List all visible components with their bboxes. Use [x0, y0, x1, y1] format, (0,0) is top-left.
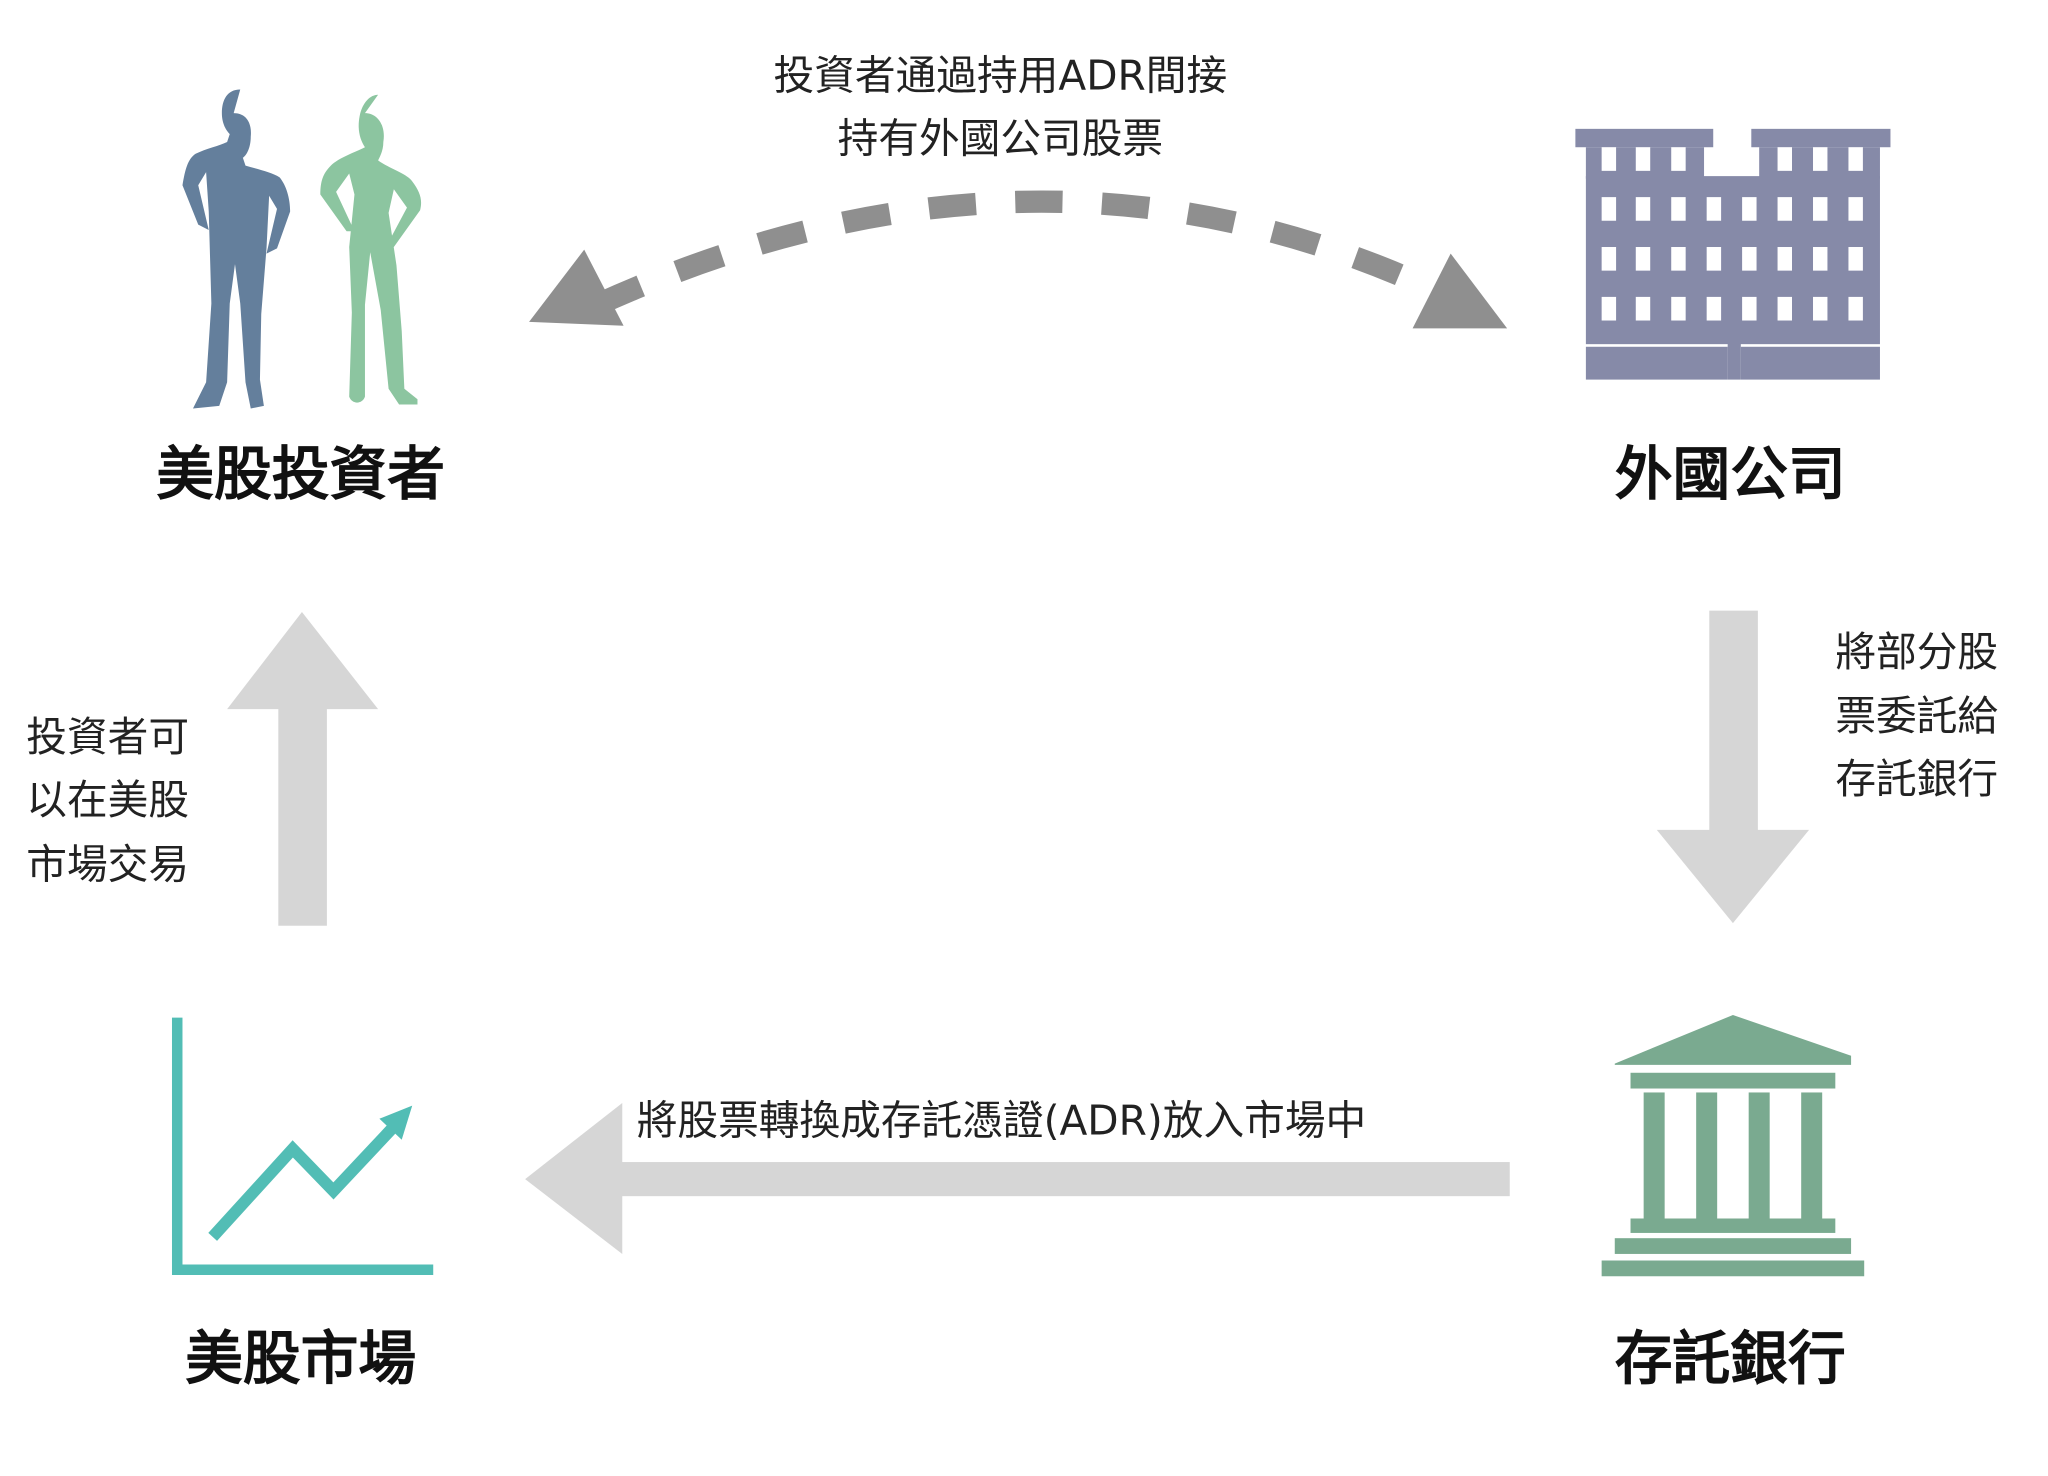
- window: [1848, 247, 1863, 271]
- node-market-label: 美股市場: [185, 1325, 416, 1393]
- left-arrow: [525, 1102, 1510, 1254]
- window: [1706, 197, 1722, 221]
- dashed-double-arrow: [529, 190, 1508, 329]
- window: [1601, 247, 1617, 271]
- up-arrow: [227, 611, 379, 926]
- window: [1635, 197, 1651, 221]
- window: [1848, 197, 1863, 221]
- top-edge-label-line2: 持有外國公司股票: [838, 114, 1164, 162]
- window: [1635, 147, 1651, 171]
- right-edge-label-line3: 存託銀行: [1835, 755, 1998, 803]
- window: [1777, 247, 1792, 271]
- window: [1671, 147, 1686, 171]
- left-edge-label-line1: 投資者可: [26, 713, 189, 761]
- window: [1671, 296, 1686, 321]
- right-edge-label-line1: 將部分股: [1835, 628, 1998, 676]
- investors-icon: [182, 89, 422, 409]
- node-company-label: 外國公司: [1615, 440, 1846, 508]
- node-bank-label: 存託銀行: [1615, 1325, 1846, 1393]
- window: [1742, 197, 1757, 221]
- market-chart-icon: [171, 1017, 434, 1275]
- node-investor-label: 美股投資者: [156, 440, 445, 508]
- left-edge-label-line2: 以在美股: [26, 776, 189, 824]
- window: [1706, 296, 1722, 321]
- window: [1813, 296, 1828, 321]
- woman-silhouette-icon: [320, 94, 422, 405]
- top-edge-label-line1: 投資者通過持用ADR間接: [774, 51, 1228, 99]
- window: [1848, 147, 1863, 171]
- right-edge-label-line2: 票委託給: [1835, 692, 1998, 740]
- down-arrow: [1656, 610, 1810, 924]
- building-icon: [1575, 128, 1891, 380]
- window: [1813, 197, 1828, 221]
- window: [1635, 247, 1651, 271]
- window: [1777, 147, 1792, 171]
- window: [1671, 197, 1686, 221]
- window: [1671, 247, 1686, 271]
- window: [1742, 247, 1757, 271]
- window: [1601, 197, 1617, 221]
- window: [1635, 296, 1651, 321]
- window: [1848, 296, 1863, 321]
- window: [1706, 247, 1722, 271]
- man-silhouette-icon: [182, 89, 291, 409]
- window: [1777, 296, 1792, 321]
- bottom-edge-label: 將股票轉換成存託憑證(ADR)放入市場中: [637, 1096, 1366, 1144]
- bank-icon: [1601, 1015, 1865, 1277]
- window: [1813, 247, 1828, 271]
- window: [1813, 147, 1828, 171]
- window: [1601, 147, 1617, 171]
- window: [1777, 197, 1792, 221]
- window: [1601, 296, 1617, 321]
- window: [1742, 296, 1757, 321]
- left-edge-label-line3: 市場交易: [26, 840, 189, 888]
